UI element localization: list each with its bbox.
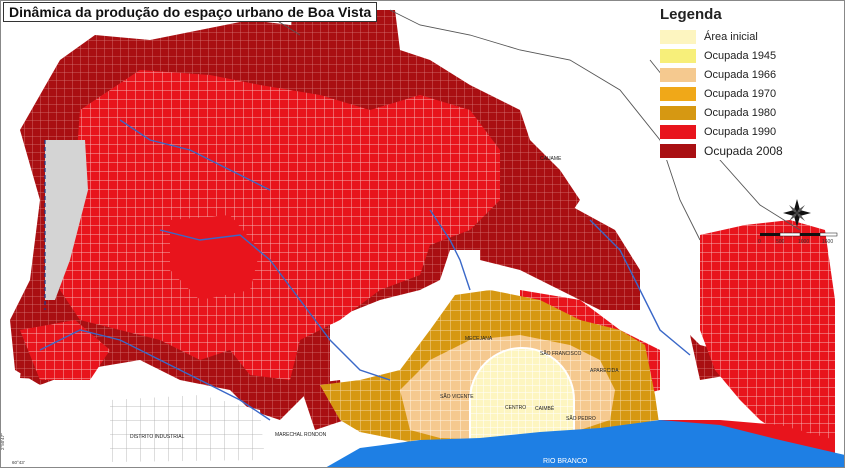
legend-item: Área inicial [660,27,840,46]
scale-tick-2: 1000 [798,239,809,245]
legend-label: Ocupada 1980 [704,106,777,119]
scale-bar: 0 500 1000 1600 [758,232,838,245]
zone-distrito [110,395,265,462]
legend-item: Ocupada 2008 [660,141,840,160]
legend-item: Ocupada 1970 [660,84,840,103]
grey-area [45,140,88,300]
label-caucame: CAUAME [540,156,562,162]
scale-tick-1: 500 [776,239,785,245]
legend-item: Ocupada 1990 [660,122,840,141]
zone-initial [469,347,575,440]
label-sao-pedro: SÃO PEDRO [566,415,596,422]
legend-label: Ocupada 1970 [704,87,777,100]
streams [39,119,691,421]
legend-swatch [660,143,696,158]
legend-item: Ocupada 1980 [660,103,840,122]
label-mecejana: MECEJANA [465,336,493,342]
legend-swatch [660,124,696,139]
label-aparecida: APARECIDA [590,368,619,374]
label-marechal: MARECHAL RONDON [275,432,327,438]
legend-swatch [660,86,696,101]
map-title: Dinâmica da produção do espaço urbano de… [3,2,378,22]
compass-rose-icon [783,199,811,227]
legend-title: Legenda [660,6,722,23]
label-centro: CENTRO [505,405,526,411]
legend-item: Ocupada 1966 [660,65,840,84]
legend-label: Ocupada 1990 [704,125,777,138]
label-caimbe: CAIMBÉ [535,405,555,412]
legend-label: Área inicial [704,30,758,43]
label-sao-francisco: SÃO FRANCISCO [540,350,582,357]
legend-swatch [660,105,696,120]
label-rio-branco: RIO BRANCO [543,458,588,465]
label-distrito: DISTRITO INDUSTRIAL [130,434,185,440]
legend-swatch [660,48,696,63]
legend-swatch [660,67,696,82]
legend-label: Ocupada 2008 [704,143,783,158]
coord-lon: 60°43' [12,460,25,465]
legend-swatch [660,29,696,44]
scale-tick-3: 1600 [822,239,833,245]
legend-label: Ocupada 1966 [704,68,777,81]
rio-branco-river [325,420,845,468]
scale-tick-0: 0 [758,239,761,245]
legend-label: Ocupada 1945 [704,49,777,62]
legend-item: Ocupada 1945 [660,46,840,65]
label-sao-vicente: SÃO VICENTE [440,393,474,400]
coord-lat: 2°50'47" [0,433,5,450]
